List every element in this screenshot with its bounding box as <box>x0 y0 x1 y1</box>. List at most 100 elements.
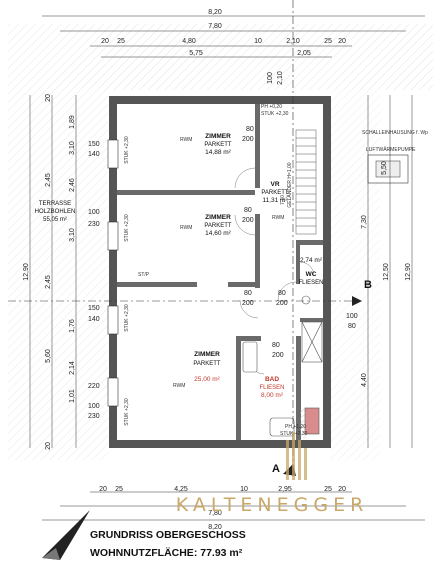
dim-bottom-third-0: 20 <box>99 486 107 493</box>
dim-left-inner-2: 2,46 <box>69 178 76 192</box>
dim-left-rough-6: 220 <box>88 383 100 390</box>
room-2-floor: PARKETT <box>204 223 232 229</box>
left-dimension-lines <box>29 95 77 448</box>
door-2-width: 80 <box>244 207 252 214</box>
title-line2: WOHNNUTZFLÄCHE: 77.93 m² <box>90 546 243 559</box>
dim-top-second: 7,80 <box>208 23 222 30</box>
room-3-name: ZIMMER <box>194 351 220 358</box>
door-5-width: 80 <box>272 342 280 349</box>
stuk-left-2: STUK +2,30 <box>124 214 130 242</box>
room-1-name: ZIMMER <box>205 133 231 140</box>
dim-left-inner-1: 3,10 <box>69 141 76 155</box>
gelaender-label: GELÄNDER H=1,00 <box>286 162 293 207</box>
room-bad-area: 8,00 m² <box>261 392 284 399</box>
terrace-name: TERRASSE <box>39 201 71 207</box>
room-3-area: 25,00 m² <box>194 376 220 383</box>
heat-pump-inner <box>375 160 401 178</box>
dim-bottom-second: 7,80 <box>208 510 222 517</box>
dim-left-inner-3: 3,10 <box>69 228 76 242</box>
dim-bottom-third-4: 2,95 <box>278 486 292 493</box>
dim-left-rough-5: 140 <box>88 316 100 323</box>
right-dimension-lines <box>367 95 413 448</box>
dim-top-third-3: 10 <box>254 38 262 45</box>
title-line1: GRUNDRISS OBERGESCHOSS <box>90 529 246 541</box>
dim-left-mid-2: 2,45 <box>45 173 52 187</box>
rwm-3: RWM <box>173 383 185 389</box>
staircase <box>295 129 317 235</box>
stp-label: ST/P <box>138 272 150 278</box>
dim-left-inner-5: 2,14 <box>69 361 76 375</box>
dim-left-outer: 12,90 <box>23 263 30 281</box>
room-bad-floor: FLIESEN <box>259 385 284 391</box>
door-3-height: 200 <box>242 300 254 307</box>
dim-top-v2: 2,10 <box>277 71 284 85</box>
dim-left-rough-2: 100 <box>88 209 100 216</box>
dim-top-fourth: 5,75 <box>189 50 203 57</box>
dim-top-third-0: 20 <box>101 38 109 45</box>
dim-bottom-third-5: 25 <box>324 486 332 493</box>
bathroom-fixtures <box>242 295 323 437</box>
dim-right-misc-1: 80 <box>348 323 356 330</box>
room-wc-name: WC <box>306 271 317 278</box>
dim-left-rough-3: 230 <box>88 221 100 228</box>
rwm-4: RWM <box>272 215 284 221</box>
dim-right-misc-2: 5,50 <box>381 161 388 175</box>
dim-left-mid-1: 20 <box>45 442 52 450</box>
room-vr-area: 11,31 m² <box>262 197 288 204</box>
terrace-hatch <box>8 90 108 460</box>
dim-left-inner-6: 1,01 <box>69 389 76 403</box>
section-label-a: A <box>272 463 280 475</box>
dim-left-mid-3: 5,60 <box>45 349 52 363</box>
ph-bath: PH +1,20 <box>285 424 306 430</box>
room-2-area: 14,60 m² <box>205 230 231 237</box>
right-hatch <box>330 90 380 460</box>
room-2-name: ZIMMER <box>205 214 231 221</box>
ph-top: PH +0,20 <box>261 104 282 110</box>
dim-bottom-third-6: 20 <box>338 486 346 493</box>
dim-bottom-third-3: 10 <box>240 486 248 493</box>
dim-top-third-6: 20 <box>338 38 346 45</box>
outer-walls <box>109 96 331 448</box>
windows-left <box>107 139 119 407</box>
rwm-1: RWM <box>180 137 192 143</box>
dim-bottom-third-2: 4,25 <box>174 486 188 493</box>
room-wc-area: 2,74 m² <box>300 257 323 264</box>
dim-top-third-5: 25 <box>324 38 332 45</box>
stuk-top: STUK +2,30 <box>261 111 289 117</box>
dim-left-rough-7: 100 <box>88 403 100 410</box>
dim-left-rough-0: 150 <box>88 141 100 148</box>
dim-right-inner-1: 4,40 <box>361 373 368 387</box>
top-dimensions <box>42 15 425 58</box>
dim-left-inner-0: 1,89 <box>69 115 76 129</box>
room-vr-name: VR <box>270 181 279 188</box>
section-label-b: B <box>364 279 372 291</box>
door-1-width: 80 <box>246 126 254 133</box>
room-3-floor: PARKETT <box>193 361 221 367</box>
brand-logo <box>286 432 307 480</box>
door-3-width: 80 <box>244 290 252 297</box>
door-4-width: 80 <box>278 290 286 297</box>
dim-right-outer: 12,90 <box>405 263 412 281</box>
dim-top-third-2: 4,80 <box>182 38 196 45</box>
door-4-height: 200 <box>276 300 288 307</box>
stuk-left-1: STUK +2,30 <box>124 136 130 164</box>
bottom-dimension-lines <box>42 491 425 521</box>
room-1-floor: PARKETT <box>204 142 232 148</box>
schallerh-label: SCHALLEINHAUSUNG f. Wp <box>362 130 428 136</box>
room-wc-floor: FLIESEN <box>298 280 323 286</box>
rwm-2: RWM <box>180 225 192 231</box>
dim-left-mid-0: 20 <box>45 94 52 102</box>
room-1-area: 14,88 m² <box>205 149 231 156</box>
door-5-height: 200 <box>272 352 284 359</box>
door-2-height: 200 <box>242 217 254 224</box>
bath-hatch <box>300 408 306 438</box>
terrace-floor: HOLZBOHLEN <box>35 209 76 215</box>
room-vr-floor: PARKETT <box>261 190 289 196</box>
dim-top-v1: 100 <box>267 72 274 84</box>
dim-left-rough-1: 140 <box>88 151 100 158</box>
stuk-left-3: STUK +2,30 <box>124 304 130 332</box>
room-bad-name: BAD <box>265 376 279 383</box>
dim-right-misc-0: 100 <box>346 313 358 320</box>
terrace-area: 55,05 m² <box>43 217 67 223</box>
